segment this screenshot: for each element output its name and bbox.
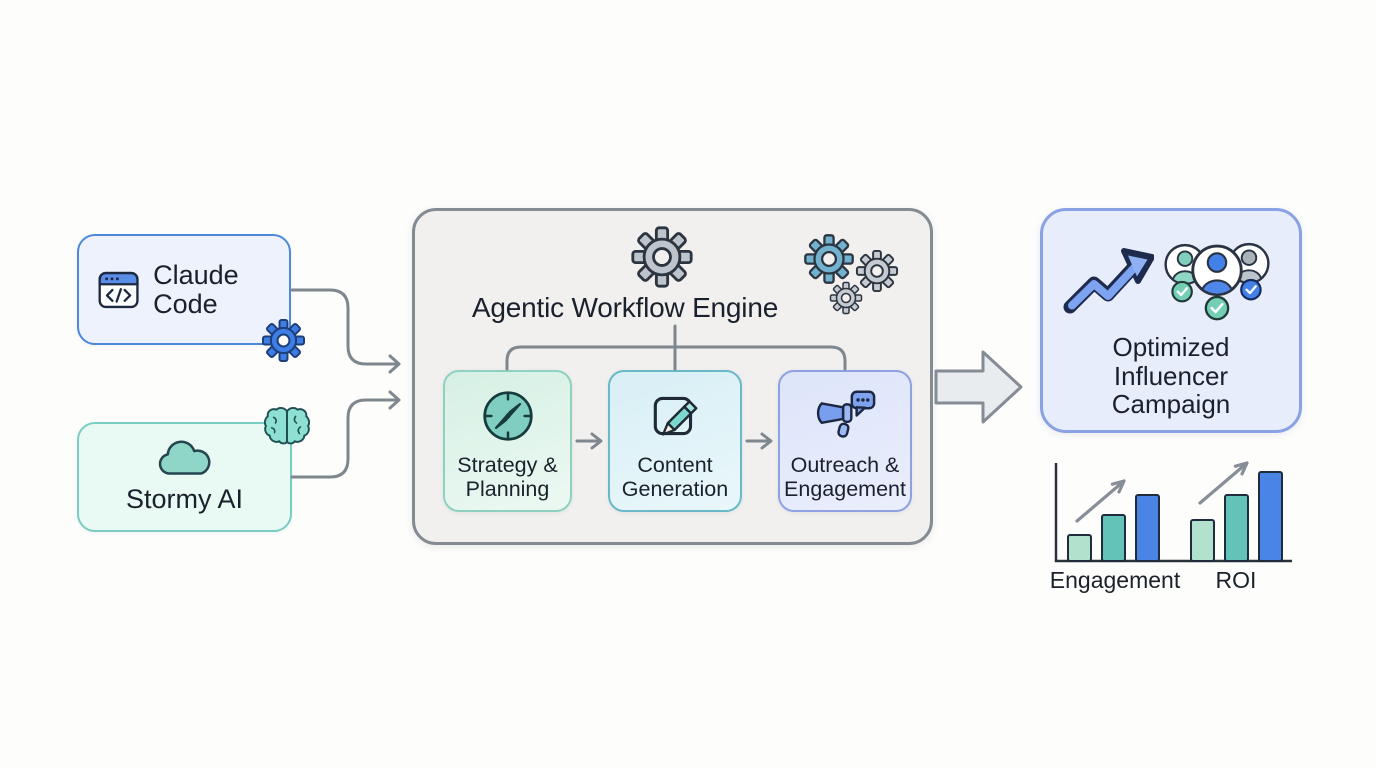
chart-category-engagement: Engagement [1049,567,1181,593]
chart-bar-engagement-improved [1101,514,1126,562]
engine-title: Agentic Workflow Engine [471,292,779,323]
node-claude-code-label: Claude Code [153,259,239,319]
node-stormy-ai: Stormy AI [77,422,292,532]
chart-bar-roi-optimized [1258,471,1283,562]
chart-bars [1067,471,1283,562]
stage-content-label: Content Generation [621,453,729,501]
cloud-icon [158,439,211,475]
brain-icon [264,407,310,445]
gear-icon-large [630,225,694,289]
stage-strategy-planning: Strategy & Planning [443,370,572,512]
campaign-icons [1062,231,1280,329]
chart-bar-roi-improved [1224,494,1249,562]
growth-arrow-icon [1063,248,1154,314]
node-optimized-campaign: Optimized Influencer Campaign [1040,208,1302,433]
big-output-arrow [934,350,1023,424]
connector-claude-to-engine [290,288,401,374]
chart-bar-engagement-initial [1067,534,1092,562]
stage-outreach-engagement: Outreach & Engagement [778,370,912,512]
mini-bar-chart [1054,461,1292,563]
chart-category-roi: ROI [1215,567,1257,593]
code-window-icon [98,271,139,308]
node-claude-code: Claude Code [77,234,291,345]
stage-strategy-label: Strategy & Planning [457,453,558,501]
gear-icon-teal [803,233,855,285]
verified-badges [1171,278,1262,321]
gear-icon-blue [261,318,306,363]
chart-bar-engagement-optimized [1135,494,1160,562]
node-stormy-ai-label: Stormy AI [125,483,244,514]
compass-icon [482,391,533,441]
chart-bar-roi-initial [1190,519,1215,562]
stage-outreach-label: Outreach & Engagement [784,453,906,501]
stage-content-generation: Content Generation [608,370,742,512]
campaign-label: Optimized Influencer Campaign [1111,332,1231,419]
influencer-group-icon [1164,242,1270,321]
gear-icon-small [829,281,863,315]
megaphone-icon [816,390,876,438]
chart-trend-arrows [1075,461,1249,523]
edit-pencil-icon [653,396,698,436]
